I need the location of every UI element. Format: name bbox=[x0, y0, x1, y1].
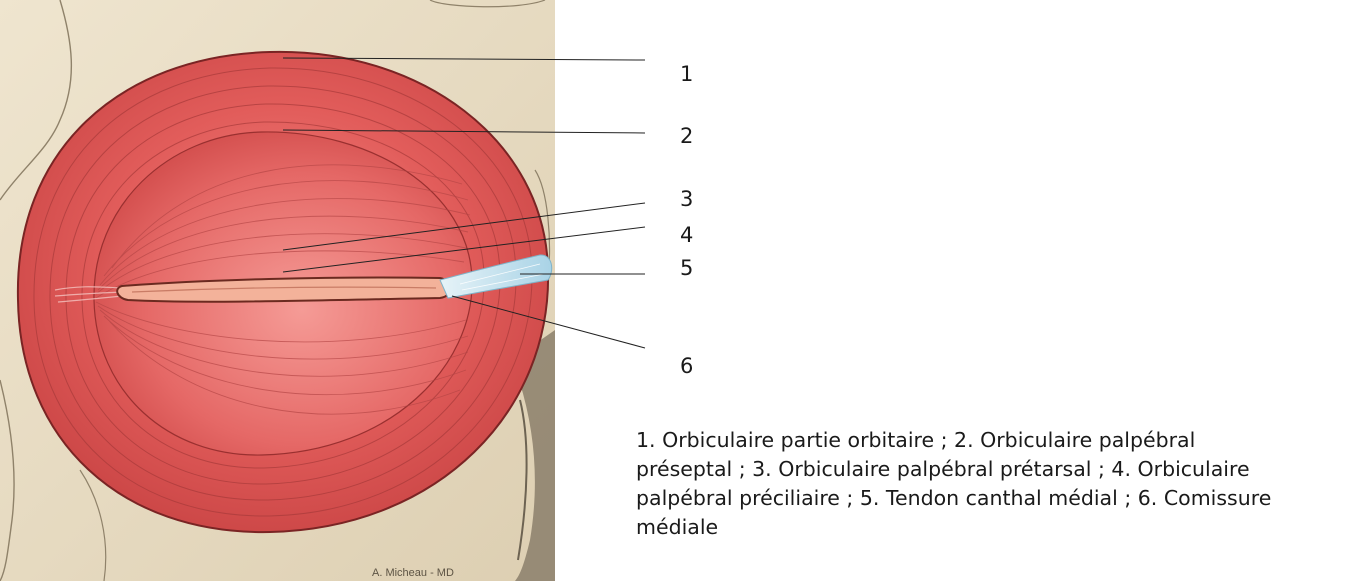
label-2: 2 bbox=[680, 124, 693, 148]
artist-signature: A. Micheau - MD bbox=[372, 567, 454, 579]
label-1: 1 bbox=[680, 62, 693, 86]
label-4: 4 bbox=[680, 223, 693, 247]
label-3: 3 bbox=[680, 187, 693, 211]
legend-caption: 1. Orbiculaire partie orbitaire ; 2. Orb… bbox=[636, 426, 1336, 542]
label-5: 5 bbox=[680, 256, 693, 280]
label-6: 6 bbox=[680, 354, 693, 378]
